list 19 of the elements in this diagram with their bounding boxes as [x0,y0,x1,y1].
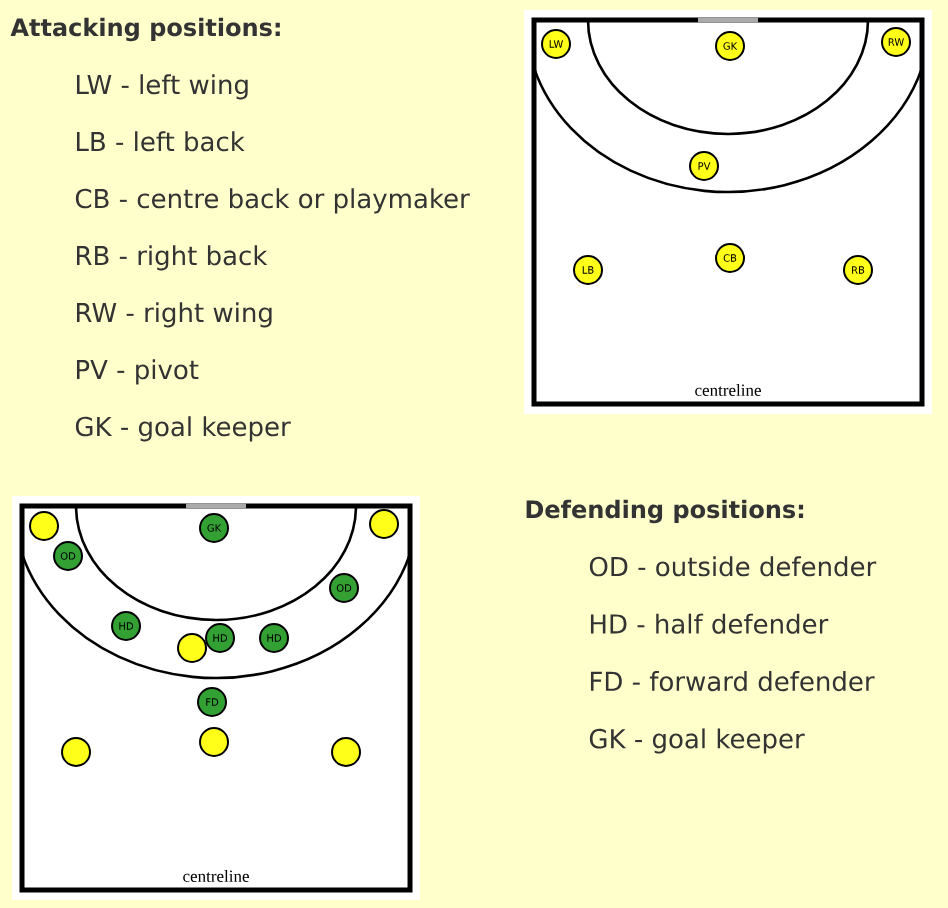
heading: Attacking positions: [10,17,280,42]
heading: Defending positions: [526,499,804,524]
key-entry: LB - left back [77,131,245,152]
key-entry: RB - right back [77,245,268,271]
key-entry: OD - outside defender [589,556,877,577]
player-marker [177,633,207,663]
key-entry: FD - forward defender [590,671,875,692]
key-entry: RW - right wing [77,302,272,328]
key-entry: GK - goal keeper [589,728,805,754]
player-marker [331,737,361,767]
key-entry: GK - goal keeper [75,416,291,442]
key-entry: HD - half defender [590,613,829,634]
player-marker [61,737,91,767]
key-entry: PV - pivot [77,359,199,385]
player-marker [199,727,229,757]
key-entry: LW - left wing [77,74,248,100]
key-entry: CB - centre back or playmaker [75,188,470,214]
player-marker [29,511,59,541]
player-marker [369,509,399,539]
